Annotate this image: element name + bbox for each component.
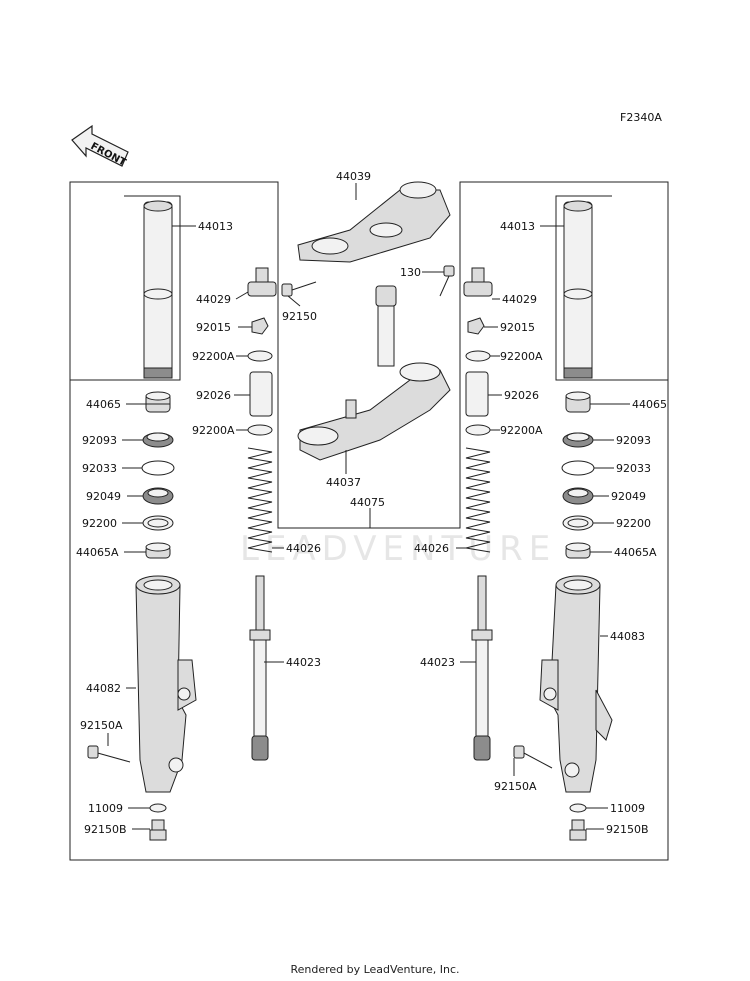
right-outer-tube-44083 bbox=[539, 575, 613, 793]
left-spacer-92026 bbox=[249, 371, 273, 417]
label-r-92026: 92026 bbox=[504, 389, 539, 402]
left-washer-92200A-2 bbox=[247, 424, 273, 436]
upper-bracket-44039 bbox=[297, 181, 451, 263]
right-bushing-44065 bbox=[565, 391, 591, 413]
label-c-92150: 92150 bbox=[282, 310, 317, 323]
left-seal-92093 bbox=[142, 432, 174, 448]
right-fork-tube-44013 bbox=[563, 200, 593, 379]
label-r-92049: 92049 bbox=[611, 490, 646, 503]
right-cap-bolt-44029 bbox=[463, 267, 493, 297]
label-r-92200A-1: 92200A bbox=[500, 350, 543, 363]
label-r-92150B: 92150B bbox=[606, 823, 649, 836]
label-r-44023: 44023 bbox=[420, 656, 455, 669]
label-r-44013: 44013 bbox=[500, 220, 535, 233]
left-inner-box bbox=[70, 195, 181, 381]
right-washer-92200 bbox=[562, 515, 594, 531]
left-oil-seal-92049 bbox=[142, 487, 174, 505]
label-c-44037: 44037 bbox=[326, 476, 361, 489]
left-bolt-92150A bbox=[87, 745, 131, 763]
left-cap-bolt-44029 bbox=[247, 267, 277, 297]
label-r-44026: 44026 bbox=[414, 542, 449, 555]
center-bolt-92150 bbox=[281, 281, 317, 297]
right-spring-44026 bbox=[465, 447, 491, 553]
label-c-44075: 44075 bbox=[350, 496, 385, 509]
label-c-130: 130 bbox=[400, 266, 421, 279]
label-r-44083: 44083 bbox=[610, 630, 645, 643]
right-clip-92033 bbox=[561, 460, 595, 476]
label-r-44029: 44029 bbox=[502, 293, 537, 306]
label-r-92150A: 92150A bbox=[494, 780, 537, 793]
right-bolt-92150A bbox=[513, 745, 553, 769]
label-l-92200A-1: 92200A bbox=[192, 350, 235, 363]
stem-lower-bracket-44037 bbox=[297, 285, 451, 461]
label-l-44026: 44026 bbox=[286, 542, 321, 555]
label-l-44029: 44029 bbox=[196, 293, 231, 306]
label-r-92033: 92033 bbox=[616, 462, 651, 475]
right-seal-92093 bbox=[562, 432, 594, 448]
left-fork-tube-44013 bbox=[143, 200, 173, 379]
right-inner-box bbox=[555, 195, 668, 381]
right-damper-rod-44023 bbox=[471, 575, 493, 761]
label-r-92093: 92093 bbox=[616, 434, 651, 447]
label-r-92015: 92015 bbox=[500, 321, 535, 334]
label-r-92200: 92200 bbox=[616, 517, 651, 530]
label-l-44013: 44013 bbox=[198, 220, 233, 233]
label-c-44039: 44039 bbox=[336, 170, 371, 183]
front-arrow-icon: FRONT bbox=[71, 124, 129, 169]
left-bushing-44065A bbox=[145, 542, 171, 559]
label-l-92200A-2: 92200A bbox=[192, 424, 235, 437]
label-l-11009: 11009 bbox=[88, 802, 123, 815]
right-spacer-92026 bbox=[465, 371, 489, 417]
left-washer-92200 bbox=[142, 515, 174, 531]
left-nut-92015 bbox=[251, 317, 269, 335]
left-washer-11009 bbox=[149, 803, 167, 813]
label-l-92015: 92015 bbox=[196, 321, 231, 334]
label-r-44065: 44065 bbox=[632, 398, 667, 411]
footer-credit: Rendered by LeadVenture, Inc. bbox=[290, 963, 460, 976]
center-bolt-130 bbox=[439, 265, 455, 297]
right-bolt-92150B bbox=[569, 819, 587, 841]
label-l-44065A: 44065A bbox=[76, 546, 119, 559]
label-l-92093: 92093 bbox=[82, 434, 117, 447]
label-r-11009: 11009 bbox=[610, 802, 645, 815]
label-l-92150B: 92150B bbox=[84, 823, 127, 836]
right-nut-92015 bbox=[467, 317, 485, 335]
label-l-44065: 44065 bbox=[86, 398, 121, 411]
label-l-44023: 44023 bbox=[286, 656, 321, 669]
label-l-92033: 92033 bbox=[82, 462, 117, 475]
label-r-44065A: 44065A bbox=[614, 546, 657, 559]
right-washer-92200A-2 bbox=[465, 424, 491, 436]
left-bushing-44065 bbox=[145, 391, 171, 413]
left-washer-92200A-1 bbox=[247, 350, 273, 362]
left-bolt-92150B bbox=[149, 819, 167, 841]
label-l-92026: 92026 bbox=[196, 389, 231, 402]
label-l-92200: 92200 bbox=[82, 517, 117, 530]
label-r-92200A-2: 92200A bbox=[500, 424, 543, 437]
left-spring-44026 bbox=[247, 447, 273, 553]
leader-lines bbox=[107, 183, 630, 830]
watermark: LEADVENTURE bbox=[240, 529, 556, 569]
figure-code: F2340A bbox=[620, 111, 662, 124]
label-l-44082: 44082 bbox=[86, 682, 121, 695]
label-l-92150A: 92150A bbox=[80, 719, 123, 732]
label-l-92049: 92049 bbox=[86, 490, 121, 503]
left-clip-92033 bbox=[141, 460, 175, 476]
right-washer-11009 bbox=[569, 803, 587, 813]
right-washer-92200A-1 bbox=[465, 350, 491, 362]
assembly-frame bbox=[69, 181, 669, 861]
left-damper-rod-44023 bbox=[249, 575, 271, 761]
left-outer-tube-44082 bbox=[135, 575, 197, 793]
right-oil-seal-92049 bbox=[562, 487, 594, 505]
right-bushing-44065A bbox=[565, 542, 591, 559]
